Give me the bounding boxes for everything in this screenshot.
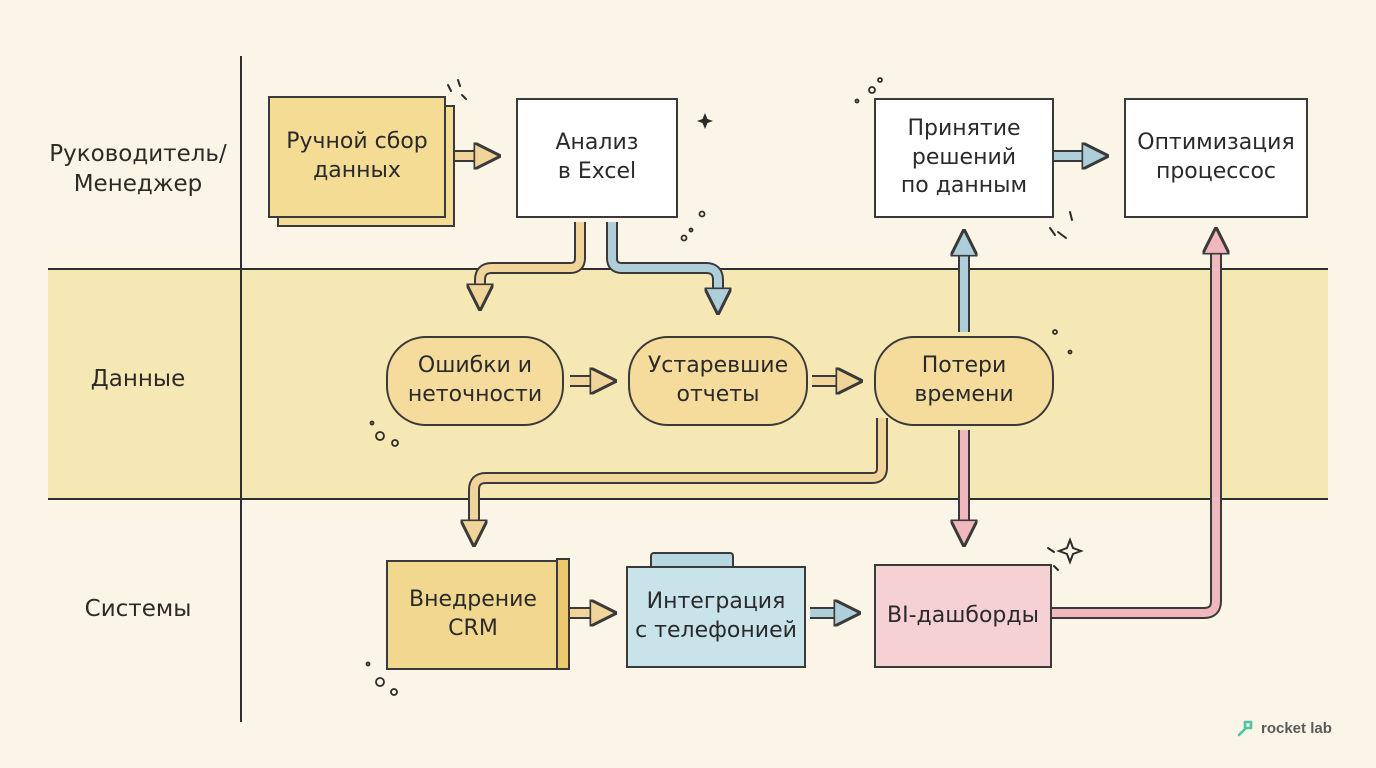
node-errors-label: Ошибки и неточности xyxy=(407,353,543,407)
node-outdated-reports: Устаревшие отчеты xyxy=(628,336,808,426)
arrow-excel-to-outdated xyxy=(606,222,718,304)
sparkle-icon-bi xyxy=(1056,537,1084,565)
node-bi-dashboards-label: BI-дашборды xyxy=(887,602,1039,628)
node-time-loss: Потери времени xyxy=(874,336,1054,426)
lane-label-data: Данные xyxy=(90,366,186,393)
node-process-optimization: Оптимизация процессос xyxy=(1124,98,1308,218)
doodle-dots-icon xyxy=(365,77,1073,696)
divider-bottom xyxy=(48,498,1328,500)
node-telephony-tab xyxy=(650,552,734,568)
arrow-excel-to-errors xyxy=(480,222,586,300)
lane-label-divider xyxy=(240,56,242,722)
node-crm-scroll-edge xyxy=(556,558,570,670)
node-data-decisions-label: Принятие решений по данным xyxy=(900,116,1028,199)
node-outdated-reports-label: Устаревшие отчеты xyxy=(647,353,789,407)
arrow-timeloss-to-crm xyxy=(474,418,888,536)
node-excel-analysis-label: Анализ в Excel xyxy=(555,130,639,184)
node-errors: Ошибки и неточности xyxy=(386,336,564,426)
node-manual-collection: Ручной сбор данных xyxy=(268,96,446,218)
arrow-bi-to-optimization xyxy=(1052,238,1216,619)
rocket-logo-icon xyxy=(1237,720,1253,737)
node-time-loss-label: Потери времени xyxy=(914,353,1014,407)
node-crm: Внедрение CRM xyxy=(386,560,560,670)
sparkle-icon-excel xyxy=(697,113,713,129)
node-telephony: Интеграция с телефонией xyxy=(626,566,806,668)
node-telephony-label: Интеграция с телефонией xyxy=(635,589,797,643)
doodle-strokes-icon xyxy=(447,79,1073,571)
node-data-decisions: Принятие решений по данным xyxy=(874,98,1054,218)
brand-logo-text: rocket lab xyxy=(1261,719,1332,737)
node-crm-label: Внедрение CRM xyxy=(409,587,537,641)
lane-label-systems: Системы xyxy=(84,596,192,623)
lane-label-manager: Руководитель/ Менеджер xyxy=(49,141,227,197)
node-excel-analysis: Анализ в Excel xyxy=(516,98,678,218)
node-process-optimization-label: Оптимизация процессос xyxy=(1137,130,1295,184)
brand-logo: rocket lab xyxy=(1236,718,1332,738)
node-manual-collection-label: Ручной сбор данных xyxy=(286,129,428,183)
node-bi-dashboards: BI-дашборды xyxy=(874,564,1052,668)
